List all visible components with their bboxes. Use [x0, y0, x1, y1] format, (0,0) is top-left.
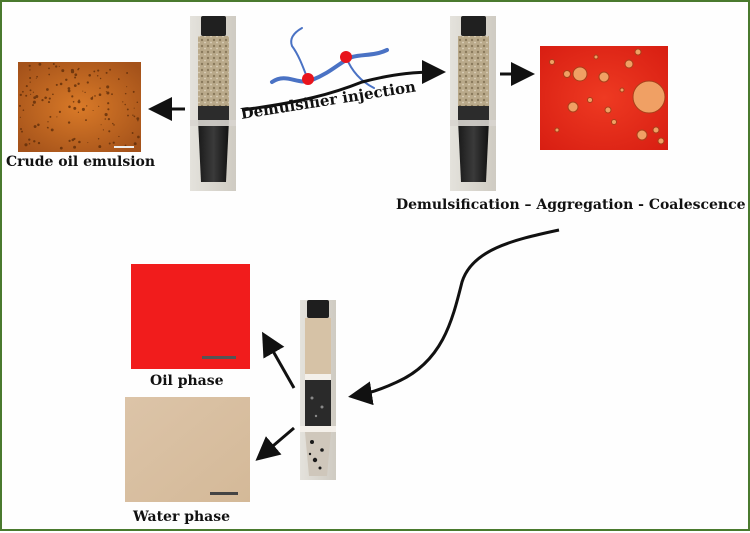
coalescence-micrograph: [540, 46, 668, 150]
process-stage-label: Demulsification – Aggregation - Coalesce…: [396, 197, 746, 213]
scale-bar-icon: [202, 356, 236, 359]
crude-emulsion-label: Crude oil emulsion: [6, 154, 156, 170]
separated-vial-icon: [300, 300, 336, 480]
water-phase-label: Water phase: [133, 509, 231, 525]
oil-phase-label: Oil phase: [150, 373, 224, 389]
crude-emulsion-micrograph: [18, 62, 141, 152]
water-phase-micrograph: [125, 397, 250, 502]
arrow-icon: [148, 60, 560, 461]
scale-bar-icon: [210, 492, 238, 495]
oil-phase-micrograph: [131, 264, 250, 369]
vial-icon: [450, 16, 496, 191]
scale-bar-icon: [114, 146, 134, 148]
demulsifier-molecule-icon: [270, 27, 389, 89]
vial-icon: [190, 16, 236, 191]
